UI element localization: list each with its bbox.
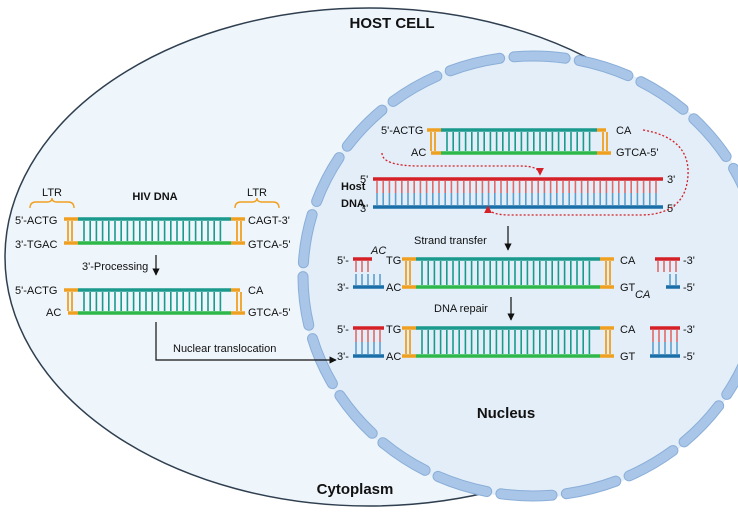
translocation-label: Nuclear translocation bbox=[173, 343, 276, 355]
envelope-segment bbox=[445, 53, 505, 76]
envelope-segment bbox=[308, 334, 337, 389]
st-tg: TG bbox=[386, 255, 401, 267]
dna-repair-duplex bbox=[353, 326, 680, 358]
strand-transfer-group: 5'- 3'- AC TG AC CA GT CA -3' -5' bbox=[337, 245, 695, 301]
host-top-left: 5' bbox=[360, 174, 368, 186]
nuclear-envelope bbox=[297, 50, 738, 502]
dr-ca: CA bbox=[620, 324, 636, 336]
host-top-right: 3' bbox=[667, 174, 675, 186]
host-cell-title: HOST CELL bbox=[350, 15, 435, 32]
st-right-top: -3' bbox=[683, 255, 695, 267]
hiv-dna-duplex bbox=[64, 217, 245, 245]
hiv-bottom-right: GTCA-5' bbox=[248, 239, 290, 251]
nucleus-body bbox=[301, 54, 738, 498]
envelope-segment bbox=[722, 365, 738, 399]
hiv-bottom-left: 3'-TGAC bbox=[15, 239, 57, 251]
envelope-segment bbox=[689, 114, 731, 161]
cytoplasm-label: Cytoplasm bbox=[317, 481, 394, 498]
processed-top-left: 5'-ACTG bbox=[15, 285, 57, 297]
envelope-segment bbox=[636, 77, 688, 114]
nuc-viral-bottom-left: AC bbox=[411, 147, 426, 159]
host-bottom-right: 5' bbox=[667, 203, 675, 215]
host-dna-group: Host DNA 5' 3' 3' 5' bbox=[341, 174, 675, 215]
st-right-bottom: -5' bbox=[683, 282, 695, 294]
envelope-segment bbox=[298, 210, 317, 268]
envelope-segment bbox=[509, 51, 570, 63]
st-left-bottom: 3'- bbox=[337, 282, 349, 294]
dr-left-bottom: 3'- bbox=[337, 351, 349, 363]
processed-dna-group: 5'-ACTG AC CA GTCA-5' bbox=[15, 285, 290, 319]
dr-tg: TG bbox=[386, 324, 401, 336]
dna-repair-group: 5'- 3'- TG AC CA GT -3' -5' bbox=[337, 324, 695, 363]
hiv-top-right: CAGT-3' bbox=[248, 215, 290, 227]
st-ac: AC bbox=[386, 282, 401, 294]
envelope-segment bbox=[574, 56, 633, 81]
ltr-left-brace bbox=[29, 197, 75, 209]
envelope-segment bbox=[624, 446, 678, 481]
nucleus-label: Nucleus bbox=[477, 405, 535, 422]
dr-left-top: 5'- bbox=[337, 324, 349, 336]
envelope-segment bbox=[388, 71, 442, 106]
dotted-arrow-left bbox=[381, 152, 544, 176]
host-dna-label-2: DNA bbox=[341, 198, 365, 210]
strand-transfer-label: Strand transfer bbox=[414, 235, 487, 247]
envelope-segment bbox=[729, 163, 738, 187]
envelope-segment bbox=[335, 391, 377, 438]
dr-right-bottom: -5' bbox=[683, 351, 695, 363]
envelope-segment bbox=[679, 401, 724, 447]
ltr-left-label: LTR bbox=[42, 187, 62, 199]
hiv-dna-title: HIV DNA bbox=[132, 191, 177, 203]
envelope-segment bbox=[433, 471, 492, 496]
st-gt: GT bbox=[620, 282, 636, 294]
envelope-segment bbox=[561, 476, 621, 499]
envelope-segment bbox=[378, 438, 430, 475]
st-ca: CA bbox=[620, 255, 636, 267]
envelope-segment bbox=[342, 105, 387, 151]
processed-top-right: CA bbox=[248, 285, 264, 297]
strand-transfer-duplex bbox=[353, 257, 680, 289]
ltr-right-brace bbox=[234, 197, 280, 209]
processed-bottom-left: AC bbox=[46, 307, 61, 319]
hiv-top-left: 5'-ACTG bbox=[15, 215, 57, 227]
nuc-viral-top-left: 5'-ACTG bbox=[381, 125, 423, 137]
ltr-right-label: LTR bbox=[247, 187, 267, 199]
processing-label: 3'-Processing bbox=[82, 261, 148, 273]
st-ac-sub: AC bbox=[370, 245, 386, 257]
nuc-viral-bottom-right: GTCA-5' bbox=[616, 147, 658, 159]
host-dna-label-1: Host bbox=[341, 181, 366, 193]
dr-right-top: -3' bbox=[683, 324, 695, 336]
st-left-top: 5'- bbox=[337, 255, 349, 267]
processed-bottom-right: GTCA-5' bbox=[248, 307, 290, 319]
host-bottom-left: 3' bbox=[360, 203, 368, 215]
dr-ac: AC bbox=[386, 351, 401, 363]
translocation-arrow bbox=[155, 322, 337, 364]
hiv-dna-group: HIV DNA LTR LTR 5'-ACTG 3'-TGAC CAGT-3' … bbox=[15, 187, 290, 251]
processed-dna-duplex bbox=[64, 288, 245, 315]
envelope-segment bbox=[298, 272, 314, 330]
st-ca-sub: CA bbox=[635, 289, 650, 301]
dna-repair-label: DNA repair bbox=[434, 303, 488, 315]
envelope-segment bbox=[312, 153, 344, 206]
nuclear-viral-dna-group: 5'-ACTG AC CA GTCA-5' bbox=[381, 125, 658, 159]
envelope-segment bbox=[496, 489, 557, 501]
dr-gt: GT bbox=[620, 351, 636, 363]
host-dna-duplex bbox=[373, 177, 663, 209]
nuclear-viral-dna-duplex bbox=[427, 128, 611, 155]
nuc-viral-top-right: CA bbox=[616, 125, 632, 137]
dotted-arrow-right bbox=[484, 129, 689, 216]
